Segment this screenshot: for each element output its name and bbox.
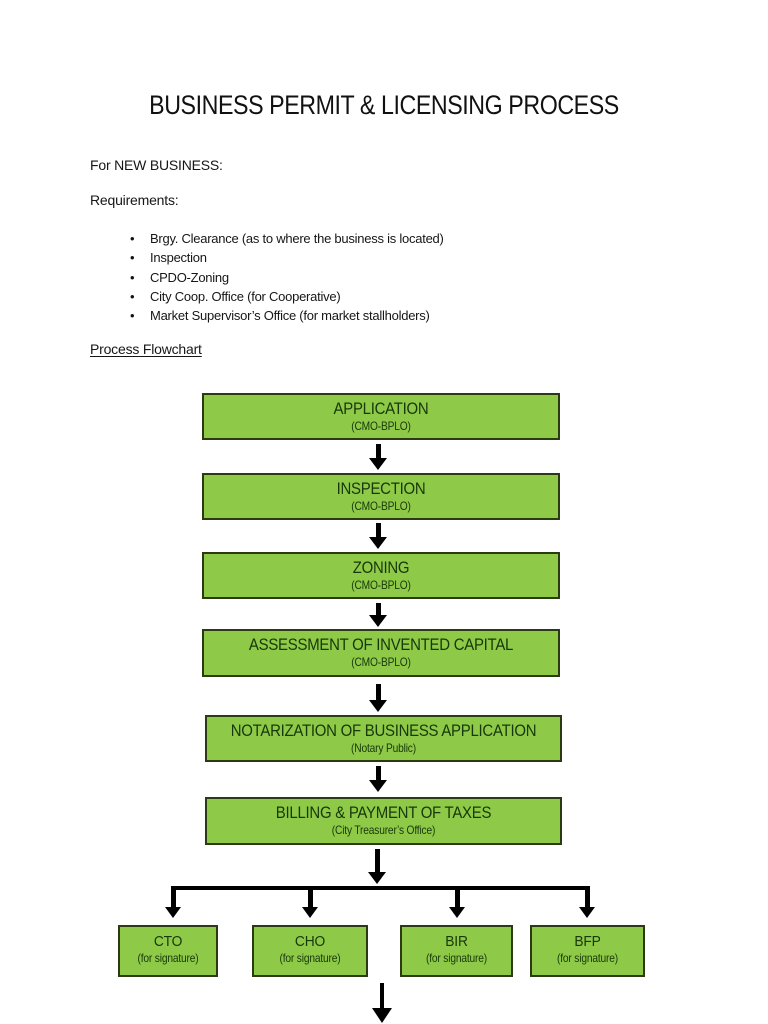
- branch-label: BFP: [574, 933, 601, 950]
- list-item: • Market Supervisor’s Office (for market …: [128, 306, 444, 325]
- requirement-text: Market Supervisor’s Office (for market s…: [150, 308, 430, 324]
- requirement-text: Inspection: [150, 250, 207, 266]
- bullet-icon: •: [130, 269, 135, 285]
- bullet-icon: •: [130, 288, 135, 304]
- arrow-down-icon: [372, 983, 392, 1023]
- branch-box-bir: BIR (for signature): [400, 925, 513, 977]
- arrow-down-icon: [369, 684, 387, 712]
- flow-step-billing: BILLING & PAYMENT OF TAXES (City Treasur…: [205, 797, 562, 845]
- branch-box-cto: CTO (for signature): [118, 925, 218, 977]
- arrow-down-icon: [448, 890, 466, 918]
- branch-office: (for signature): [137, 951, 199, 965]
- flow-step-application: APPLICATION (CMO-BPLO): [202, 393, 560, 440]
- flow-step-zoning: ZONING (CMO-BPLO): [202, 552, 560, 599]
- flow-step-assessment: ASSESSMENT OF INVENTED CAPITAL (CMO-BPLO…: [202, 629, 560, 677]
- branch-office: (for signature): [426, 951, 487, 965]
- arrow-down-icon: [369, 603, 387, 627]
- bullet-icon: •: [130, 308, 135, 324]
- list-item: • City Coop. Office (for Cooperative): [128, 287, 444, 306]
- bullet-icon: •: [130, 231, 135, 246]
- branch-box-bfp: BFP (for signature): [530, 925, 645, 977]
- list-item: • CPDO-Zoning: [128, 268, 444, 287]
- process-flowchart-heading: Process Flowchart: [90, 341, 202, 357]
- flow-step-label: ZONING: [352, 558, 410, 577]
- flow-step-office: (CMO-BPLO): [351, 419, 411, 433]
- flow-step-label: NOTARIZATION OF BUSINESS APPLICATION: [230, 721, 537, 740]
- arrow-down-icon: [368, 849, 386, 884]
- branch-label: CHO: [294, 933, 326, 950]
- page-title: BUSINESS PERMIT & LICENSING PROCESS: [149, 90, 619, 120]
- flow-step-office: (Notary Public): [351, 741, 416, 755]
- arrow-down-icon: [301, 890, 319, 918]
- branch-office: (for signature): [279, 951, 341, 965]
- arrow-down-icon: [578, 890, 596, 918]
- flow-step-office: (CMO-BPLO): [351, 578, 411, 592]
- requirements-list: • Brgy. Clearance (as to where the busine…: [128, 229, 444, 325]
- arrow-down-icon: [369, 523, 387, 549]
- branch-label: BIR: [445, 933, 468, 950]
- flow-step-label: BILLING & PAYMENT OF TAXES: [275, 803, 492, 822]
- flow-step-notarization: NOTARIZATION OF BUSINESS APPLICATION (No…: [205, 715, 562, 762]
- arrow-down-icon: [369, 766, 387, 792]
- branch-box-cho: CHO (for signature): [252, 925, 368, 977]
- flow-step-office: (City Treasurer’s Office): [331, 823, 436, 837]
- flow-step-inspection: INSPECTION (CMO-BPLO): [202, 473, 560, 520]
- flow-step-office: (CMO-BPLO): [351, 655, 411, 669]
- for-new-business-line: For NEW BUSINESS:: [90, 157, 223, 173]
- arrow-down-icon: [369, 444, 387, 470]
- flow-step-office: (CMO-BPLO): [351, 499, 411, 513]
- flow-step-label: ASSESSMENT OF INVENTED CAPITAL: [248, 635, 514, 654]
- flow-step-label: APPLICATION: [333, 399, 429, 418]
- requirements-heading: Requirements:: [90, 192, 179, 208]
- requirement-text: CPDO-Zoning: [150, 269, 229, 285]
- requirement-text: City Coop. Office (for Cooperative): [150, 288, 341, 304]
- branch-connector-line: [171, 886, 590, 890]
- list-item: • Inspection: [128, 248, 444, 267]
- branch-label: CTO: [153, 933, 183, 950]
- flow-step-label: INSPECTION: [336, 479, 426, 498]
- bullet-icon: •: [130, 250, 135, 266]
- branch-office: (for signature): [557, 951, 618, 965]
- requirement-text: Brgy. Clearance (as to where the busines…: [150, 231, 444, 246]
- list-item: • Brgy. Clearance (as to where the busine…: [128, 229, 444, 248]
- arrow-down-icon: [164, 890, 182, 918]
